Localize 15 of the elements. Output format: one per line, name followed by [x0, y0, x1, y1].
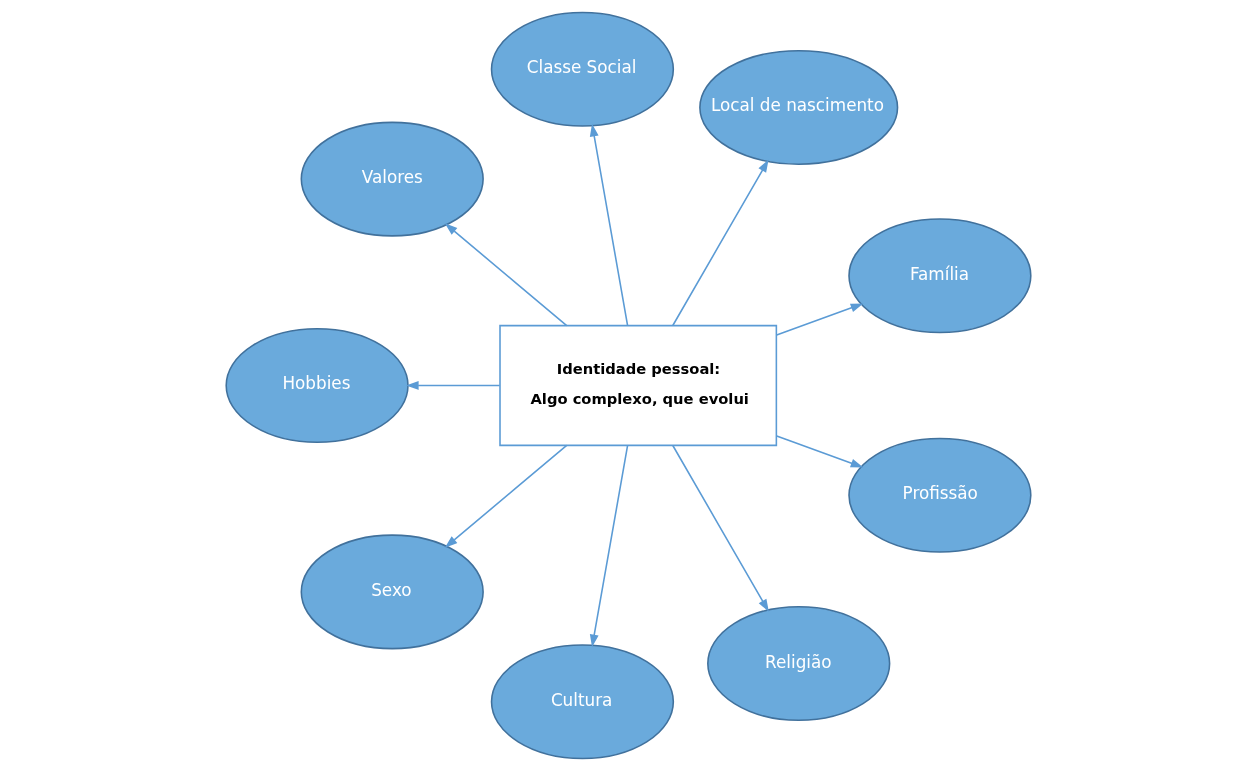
- arrow: [589, 123, 628, 327]
- arrow: [671, 444, 769, 612]
- node-ellipse: Cultura: [490, 644, 674, 760]
- arrow: [775, 303, 863, 336]
- arrow: [444, 444, 567, 548]
- node-ellipse: Religião: [706, 606, 890, 722]
- arrow: [589, 444, 628, 648]
- node-ellipse: Hobbies: [224, 327, 409, 444]
- node-ellipse: Local de nascimento: [698, 49, 898, 165]
- arrow: [405, 381, 500, 390]
- arrow: [775, 435, 863, 468]
- node-ellipse: Classe Social: [490, 11, 674, 127]
- node-box: Identidade pessoal: Algo complexo, que evolui: [498, 324, 777, 447]
- arrow: [444, 223, 567, 327]
- arrow: [671, 159, 769, 327]
